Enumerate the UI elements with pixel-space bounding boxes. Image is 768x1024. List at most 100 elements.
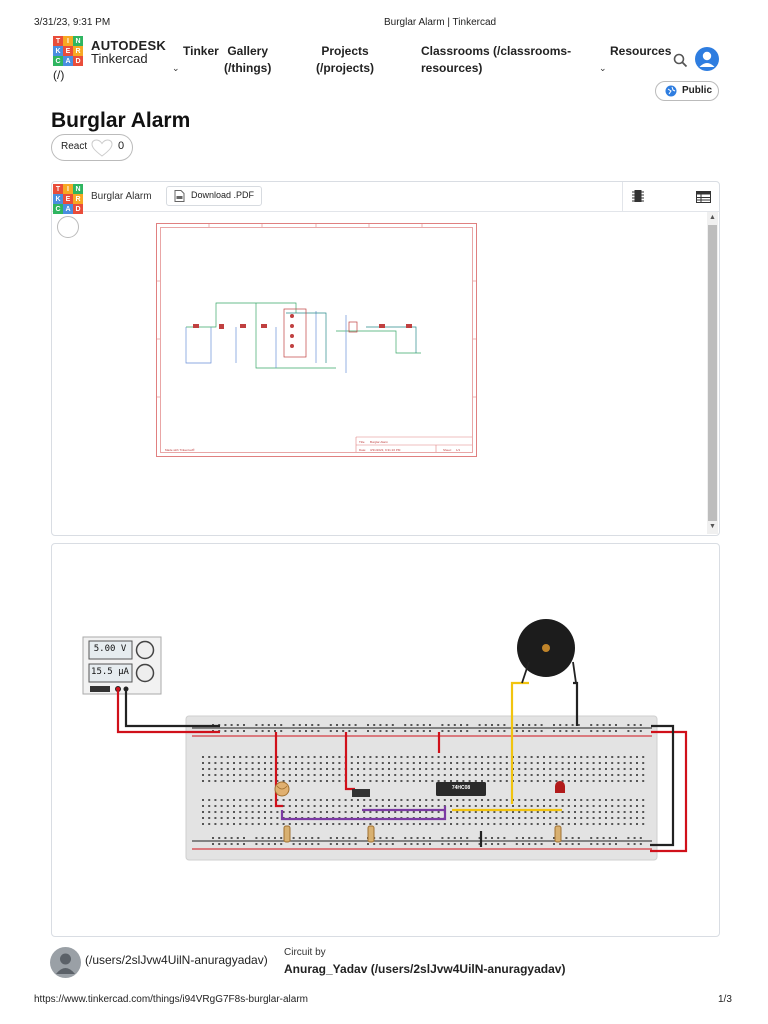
breadboard-hole	[493, 768, 496, 770]
breadboard-hole	[301, 762, 304, 764]
breadboard-hole	[301, 811, 304, 813]
breadboard-hole	[422, 730, 425, 732]
zoom-circle-button[interactable]	[57, 216, 79, 238]
chevron-down-icon[interactable]: ⌄	[599, 63, 607, 73]
breadboard-hole	[326, 780, 328, 782]
breadboard-hole	[466, 730, 469, 732]
breadboard-hole	[524, 768, 527, 770]
breadboard-hole	[326, 823, 328, 825]
breadboard-hole	[218, 837, 221, 839]
scrollbar-thumb[interactable]	[708, 225, 717, 521]
breadboard-hole	[524, 799, 527, 801]
breadboard-hole	[319, 799, 322, 801]
breadboard-hole	[456, 799, 459, 801]
breadboard-hole	[505, 799, 508, 801]
breadboard-hole	[282, 805, 285, 807]
breadboard-hole	[394, 799, 397, 801]
breadboard-hole	[549, 805, 552, 807]
author-avatar-icon[interactable]	[50, 947, 81, 978]
breadboard-hole	[348, 837, 351, 839]
breadboard-hole	[292, 730, 295, 732]
breadboard-hole	[623, 805, 626, 807]
search-icon[interactable]	[673, 53, 688, 68]
breadboard-hole	[354, 837, 357, 839]
breadboard-hole	[264, 780, 266, 782]
breadboard-hole	[450, 805, 452, 807]
breadboard-hole	[443, 780, 446, 782]
breadboard-hole	[264, 823, 266, 825]
breadboard-hole	[456, 756, 459, 758]
breadboard-hole	[605, 768, 607, 770]
breadboard-hole	[462, 805, 465, 807]
nav-gallery[interactable]: Gallery (/things)	[224, 44, 272, 75]
nav-classrooms[interactable]: Classrooms (/classrooms- resources)	[421, 44, 572, 75]
logo-letter: K	[53, 46, 63, 56]
breadboard-hole	[443, 756, 446, 758]
nav-projects[interactable]: Projects (/projects)	[316, 44, 375, 75]
breadboard-hole	[462, 817, 465, 819]
breadboard-hole	[226, 811, 229, 813]
breadboard-hole	[577, 724, 580, 726]
nav-tinker[interactable]: Tinker	[183, 43, 219, 60]
current-knob	[135, 663, 155, 683]
breadboard-hole	[375, 811, 378, 813]
avatar-icon[interactable]	[695, 47, 719, 71]
react-button[interactable]: React 0	[51, 134, 133, 161]
scroll-up-arrow-icon[interactable]: ▲	[709, 214, 716, 221]
breadboard-hole	[639, 843, 642, 845]
breadboard-hole	[466, 843, 469, 845]
breadboard-hole	[307, 756, 310, 758]
author-name[interactable]: Anurag_Yadav (/users/2slJvw4UilN-anuragy…	[284, 962, 566, 976]
breadboard-hole	[586, 780, 589, 782]
chip-icon[interactable]	[632, 189, 644, 203]
nav-resources[interactable]: Resources	[610, 44, 672, 58]
breadboard-hole	[468, 811, 471, 813]
breadboard-hole	[543, 774, 545, 776]
scroll-down-arrow-icon[interactable]: ▼	[709, 523, 716, 530]
breadboard-hole	[388, 756, 390, 758]
breadboard-hole	[468, 805, 471, 807]
home-link[interactable]: (/)	[53, 68, 65, 82]
chevron-down-icon[interactable]: ⌄	[172, 63, 180, 73]
breadboard-hole	[543, 805, 545, 807]
breadboard-hole	[487, 756, 490, 758]
breadboard-hole	[301, 780, 304, 782]
breadboard-hole	[350, 756, 353, 758]
breadboard-hole	[549, 823, 552, 825]
breadboard-hole	[239, 823, 242, 825]
breadboard-hole	[617, 811, 620, 813]
breadboard-hole	[453, 724, 456, 726]
breadboard-hole	[276, 756, 279, 758]
breadboard-hole	[233, 768, 235, 770]
breadboard-hole	[282, 799, 285, 801]
breadboard-hole	[251, 762, 254, 764]
breadboard-hole	[363, 768, 366, 770]
breadboard-hole	[311, 843, 314, 845]
sheet-number-value: 1/1	[456, 448, 461, 452]
breadboard-hole	[270, 817, 273, 819]
sensor-module	[352, 789, 370, 797]
breadboard-hole	[419, 811, 421, 813]
breadboard-hole	[419, 805, 421, 807]
visibility-badge[interactable]: Public	[655, 81, 719, 101]
author-link[interactable]: (/users/2slJvw4UilN-anuragyadav)	[85, 953, 268, 967]
component-list-icon[interactable]	[696, 191, 711, 203]
breadboard-hole	[596, 724, 599, 726]
breadboard-hole	[499, 811, 502, 813]
breadboard-hole	[251, 799, 254, 801]
breadboard-hole	[394, 756, 397, 758]
breadboard-hole	[270, 774, 273, 776]
breadboard-hole	[394, 768, 397, 770]
download-pdf-button[interactable]: Download .PDF	[166, 186, 262, 206]
breadboard-hole	[307, 823, 310, 825]
breadboard-hole	[220, 774, 223, 776]
breadboard-hole	[431, 774, 434, 776]
breadboard-hole	[642, 756, 645, 758]
logo-letter: R	[73, 46, 83, 56]
breadboard-hole	[317, 837, 320, 839]
breadboard-hole	[338, 799, 341, 801]
breadboard-hole	[447, 724, 450, 726]
breadboard-hole	[220, 799, 223, 801]
heart-icon	[91, 139, 113, 157]
